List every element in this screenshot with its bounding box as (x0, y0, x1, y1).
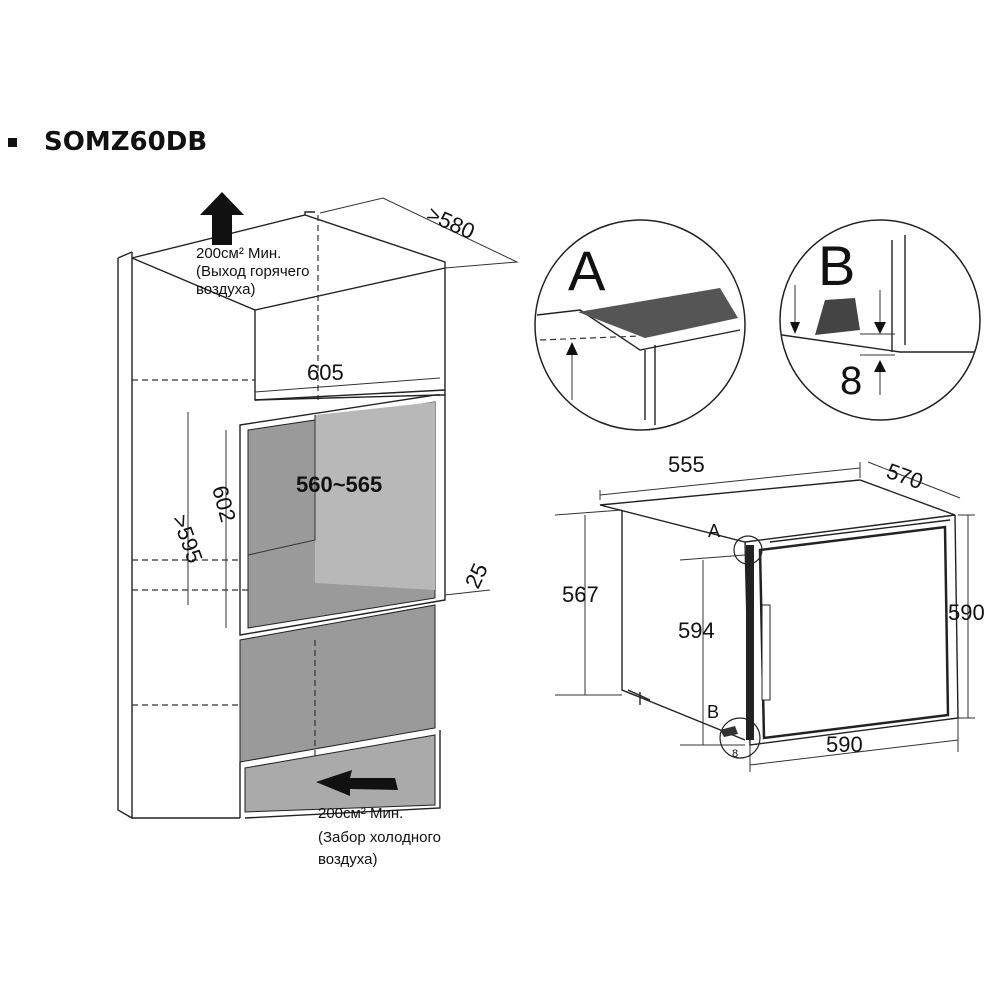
detail-b: B 8 (779, 219, 981, 421)
depth-dim: >580 (423, 201, 478, 244)
marker-b: B (707, 702, 719, 722)
niche-width-dim: 560~565 (296, 472, 382, 497)
niche-height-dim: 602 (207, 483, 241, 525)
width-dim: 605 (307, 360, 344, 385)
cold-air-note-3: воздуха) (318, 851, 377, 868)
title-bullet-icon (8, 138, 17, 147)
cold-air-arrow-icon (316, 770, 398, 796)
bottom-vent-opening (244, 734, 436, 813)
appliance-drawing: 555 570 567 594 590 590 A B 8 (554, 452, 985, 772)
cold-air-note-1: 200см² Мин. (318, 805, 403, 822)
foot-icon (815, 298, 860, 335)
hot-air-arrow-icon (200, 192, 244, 245)
depth-570-dim: 570 (883, 458, 926, 494)
cold-air-note-2: (Забор холодного (318, 829, 441, 846)
door-handle (761, 604, 771, 701)
lower-panel (239, 604, 436, 763)
glass-door (758, 525, 950, 740)
hot-air-note-3: воздуха) (196, 281, 255, 298)
hot-air-note-1: 200см² Мин. (196, 245, 281, 262)
width-590-dim: 590 (826, 732, 863, 757)
width-555-dim: 555 (668, 452, 705, 477)
model-title: SOMZ60DB (44, 127, 207, 157)
height-590-dim: 590 (948, 600, 985, 625)
height-594-dim: 594 (678, 618, 715, 643)
gap-dim: 25 (460, 559, 493, 592)
marker-a: A (708, 521, 720, 541)
detail-b-gap: 8 (840, 359, 862, 403)
cabinet-drawing: >580 605 560~565 602 >595 25 200см² Мин.… (117, 192, 519, 868)
detail-a-label: A (568, 239, 606, 302)
marker-8: 8 (732, 748, 738, 760)
detail-b-label: B (818, 234, 855, 297)
detail-a: A (534, 219, 746, 431)
hot-air-note-2: (Выход горячего (196, 263, 309, 280)
min-height-dim: >595 (167, 511, 207, 566)
height-567-dim: 567 (562, 582, 599, 607)
